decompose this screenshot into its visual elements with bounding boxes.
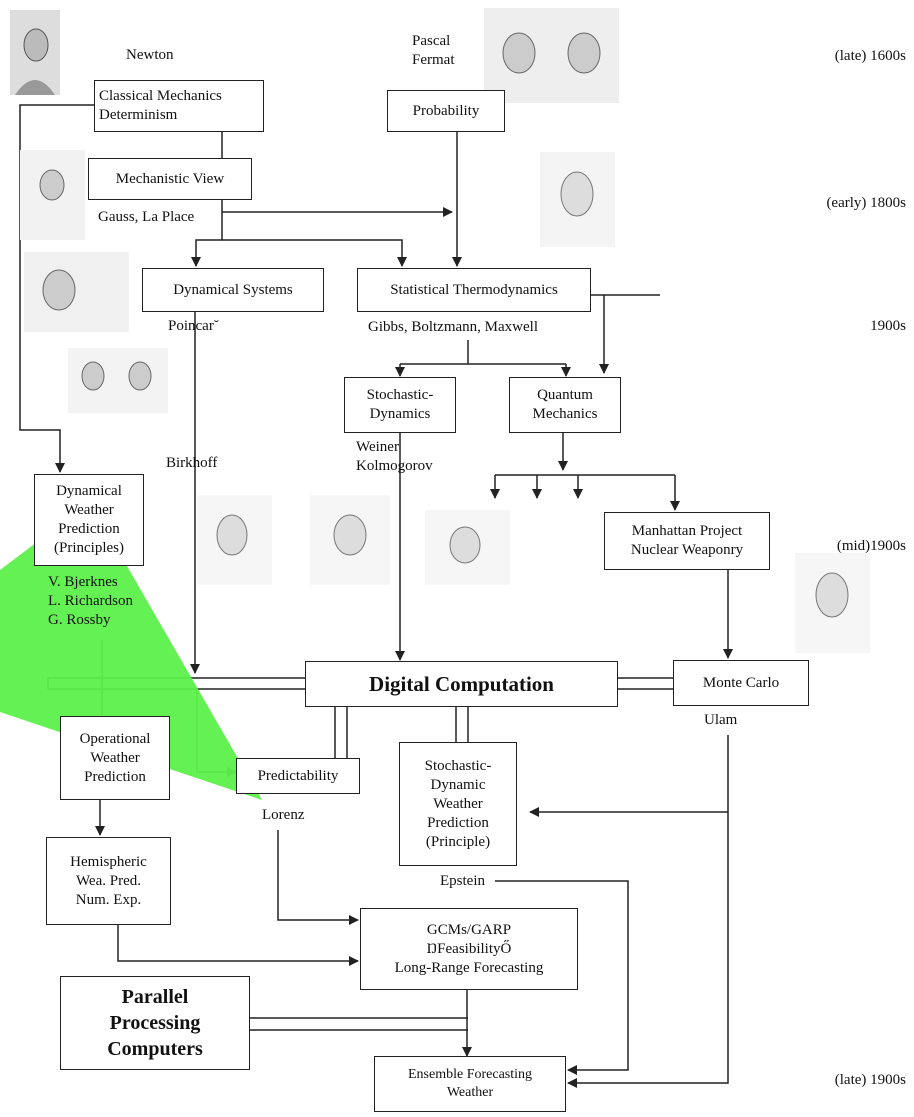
box-dynamical-systems: Dynamical Systems — [142, 268, 324, 312]
era-mid-1900s: (mid)1900s — [836, 538, 906, 554]
box-hemispheric: Hemispheric Wea. Pred. Num. Exp. — [46, 837, 171, 925]
box-ensemble-forecasting: Ensemble Forecasting Weather — [374, 1056, 566, 1112]
laplace-portrait — [540, 152, 615, 247]
label-gibbs: Gibbs, Boltzmann, Maxwell — [368, 319, 538, 335]
box-operational-weather-prediction: Operational Weather Prediction — [60, 716, 170, 800]
box-gcms-garp: GCMs/GARP ŊFeasibilityŐ Long-Range Forec… — [360, 908, 578, 990]
label-birkhoff: Birkhoff — [166, 455, 218, 471]
weiner-portrait — [310, 495, 390, 585]
era-1900s: 1900s — [870, 318, 906, 334]
box-probability: Probability — [387, 90, 505, 132]
kolmogorov-portrait — [425, 510, 510, 585]
era-late-1600s: (late) 1600s — [834, 48, 906, 64]
poincare-portrait — [24, 252, 129, 332]
box-manhattan-project: Manhattan Project Nuclear Weaponry — [604, 512, 770, 570]
box-dynamical-weather-prediction: Dynamical Weather Prediction (Principles… — [34, 474, 144, 566]
birkhoff-portrait — [197, 495, 272, 585]
box-predictability: Predictability — [236, 758, 360, 794]
box-classical-mechanics: Classical Mechanics Determinism — [94, 80, 264, 132]
box-quantum-mechanics: Quantum Mechanics — [509, 377, 621, 433]
label-poincare: Poincar˘ — [168, 318, 219, 334]
gauss-portrait — [20, 150, 85, 240]
box-mechanistic-view: Mechanistic View — [88, 158, 252, 200]
box-monte-carlo: Monte Carlo — [673, 660, 809, 706]
newton-portrait — [10, 10, 60, 95]
label-bjerknes: V. Bjerknes L. Richardson G. Rossby — [48, 574, 133, 628]
label-newton: Newton — [126, 47, 174, 63]
era-early-1800s: (early) 1800s — [826, 195, 906, 211]
label-gauss-laplace: Gauss, La Place — [98, 209, 195, 225]
label-lorenz: Lorenz — [262, 807, 305, 823]
box-stochastic-dynamic-weather-prediction: Stochastic- Dynamic Weather Prediction (… — [399, 742, 517, 866]
label-epstein: Epstein — [440, 873, 485, 889]
label-ulam: Ulam — [704, 712, 738, 728]
box-digital-computation: Digital Computation — [305, 661, 618, 707]
box-stochastic-dynamics: Stochastic- Dynamics — [344, 377, 456, 433]
era-late-1900s: (late) 1900s — [834, 1072, 906, 1088]
pascal-fermat-portraits — [484, 8, 619, 103]
label-pascal-fermat: Pascal Fermat — [412, 33, 455, 68]
ulam-portrait — [795, 553, 870, 653]
box-parallel-processing-computers: Parallel Processing Computers — [60, 976, 250, 1070]
gibbs-boltzmann-portraits — [68, 348, 168, 413]
box-statistical-thermodynamics: Statistical Thermodynamics — [357, 268, 591, 312]
label-weiner-kolmogorov: Weiner Kolmogorov — [356, 439, 433, 474]
